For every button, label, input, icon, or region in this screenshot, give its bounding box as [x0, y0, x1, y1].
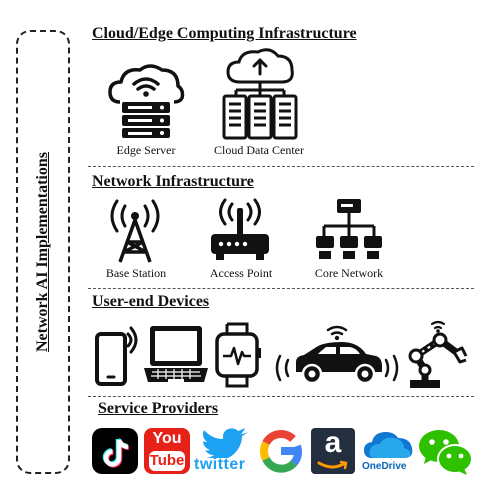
- devices-section-title: User-end Devices: [92, 293, 210, 310]
- cloud-section-title: Cloud/Edge Computing Infrastructure: [92, 25, 357, 42]
- robot-arm-icon: [406, 318, 470, 390]
- laptop-icon: [142, 324, 210, 386]
- youtube-logo-bottom: Tube: [149, 452, 185, 469]
- amazon-smile-icon: [317, 460, 348, 470]
- cloud-data-center-icon: [218, 48, 302, 140]
- section-divider: [88, 396, 474, 397]
- core-network-icon: [316, 196, 382, 262]
- base-station-label: Base Station: [105, 266, 167, 280]
- smartphone-icon: [94, 320, 142, 388]
- section-divider: [88, 166, 474, 167]
- twitter-bird-icon: [200, 428, 252, 458]
- amazon-logo-letter: a: [324, 428, 342, 459]
- providers-section-title: Service Providers: [98, 400, 219, 417]
- wechat-logo: [418, 428, 474, 478]
- cloud-data-center-label: Cloud Data Center: [214, 143, 304, 157]
- access-point-label: Access Point: [209, 266, 273, 280]
- amazon-logo: a: [311, 428, 355, 474]
- youtube-logo: You Tube: [144, 428, 190, 474]
- youtube-logo-top: You: [152, 430, 182, 447]
- network-section-title: Network Infrastructure: [92, 173, 254, 190]
- core-network-label: Core Network: [314, 266, 384, 280]
- access-point-icon: [208, 198, 272, 262]
- section-divider: [88, 288, 474, 289]
- onedrive-wordmark: OneDrive: [362, 461, 407, 472]
- onedrive-cloud-icon: [362, 428, 414, 460]
- smartwatch-icon: [213, 322, 263, 388]
- google-logo: [258, 428, 304, 474]
- edge-server-label: Edge Server: [116, 143, 176, 157]
- twitter-wordmark: twitter: [194, 456, 246, 473]
- base-station-icon: [102, 198, 168, 264]
- side-label: Network AI Implementations: [34, 152, 51, 352]
- edge-server-icon: [106, 60, 186, 140]
- connected-car-icon: [270, 320, 404, 390]
- side-bracket: [16, 30, 70, 474]
- tiktok-logo: [92, 428, 138, 474]
